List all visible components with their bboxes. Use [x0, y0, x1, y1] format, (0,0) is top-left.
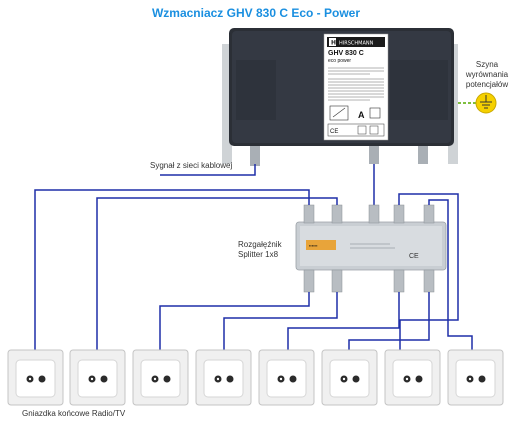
socket-6: [321, 349, 378, 406]
equipotential-bus-label: Szyna wyrównania potencjałów: [462, 60, 512, 90]
amplifier-output-connector: [369, 146, 379, 164]
socket-7: [384, 349, 441, 406]
cable-socket-2: [96, 197, 338, 350]
svg-text:CE: CE: [409, 253, 419, 260]
amplifier: H HIRSCHMANN GHV 830 C eco power A: [229, 28, 454, 166]
svg-text:▪▪▪▪▪▪: ▪▪▪▪▪▪: [309, 243, 318, 248]
diagram-title: Wzmacniacz GHV 830 C Eco - Power: [151, 6, 361, 20]
ce-mark: A: [358, 110, 365, 120]
cable-signal-label: Sygnał z sieci kablowej: [150, 161, 233, 170]
splitter-label-line2: Splitter 1x8: [238, 250, 279, 259]
cable-socket-3: [159, 292, 310, 350]
cable-socket-7: [398, 193, 459, 350]
bus-label-line1: Szyna: [475, 60, 499, 69]
cable-socket-1: [34, 189, 310, 350]
socket-1: [7, 349, 64, 406]
sockets-label: Gniazdka końcowe Radio/TV: [22, 409, 126, 418]
amplifier-subtitle: eco power: [328, 58, 351, 64]
amplifier-brand: HIRSCHMANN: [339, 41, 374, 47]
socket-2: [69, 349, 126, 406]
bus-label-line2: wyrównania: [465, 70, 509, 79]
svg-text:CE: CE: [330, 129, 338, 135]
input-cable: [160, 164, 256, 176]
amplifier-label: [323, 33, 389, 141]
cable-socket-6: [348, 292, 430, 350]
socket-4: [195, 349, 252, 406]
splitter: ▪▪▪▪▪▪ CE: [295, 204, 447, 293]
socket-3: [132, 349, 189, 406]
svg-text:H: H: [331, 40, 336, 47]
splitter-label: Rozgałęźnik Splitter 1x8: [238, 240, 282, 260]
bus-label-line3: potencjałów: [465, 80, 509, 89]
amplifier-aux-connector: [418, 146, 428, 164]
splitter-cables: [34, 189, 473, 350]
ground-icon: [475, 92, 497, 114]
amplifier-left-rail: [222, 44, 232, 164]
socket-5: [258, 349, 315, 406]
socket-8: [447, 349, 504, 406]
cable-socket-5: [287, 292, 400, 350]
sockets: [7, 349, 504, 406]
cable-socket-4: [223, 292, 338, 350]
amplifier-input-connector: [250, 146, 260, 166]
cable-socket-8: [428, 199, 473, 350]
amplifier-model: GHV 830 C: [328, 50, 364, 57]
splitter-label-line1: Rozgałęźnik: [238, 240, 282, 249]
